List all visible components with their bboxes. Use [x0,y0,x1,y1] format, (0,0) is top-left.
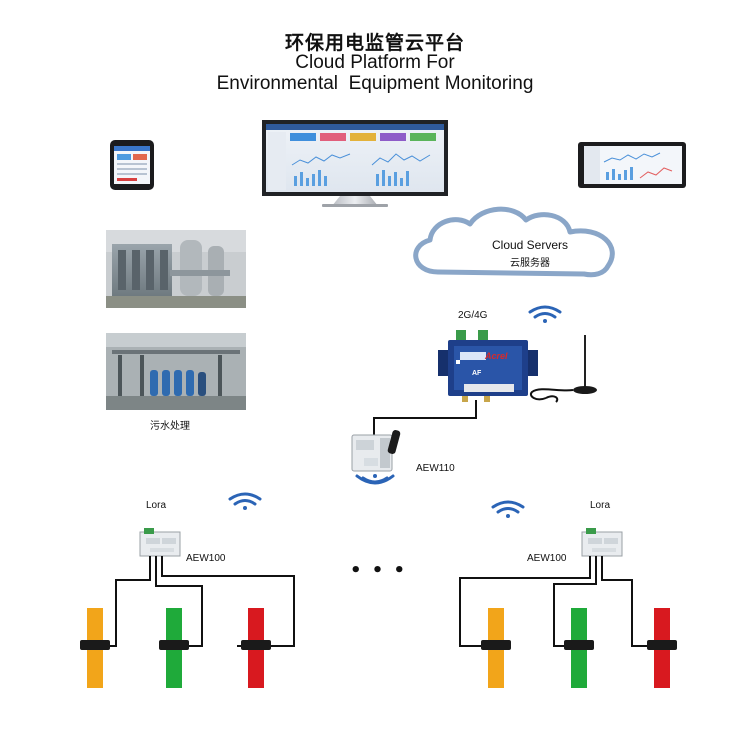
wifi-icon-gateway [528,305,562,323]
title-english-line2: Environmental Equipment Monitoring [216,73,534,94]
smartphone-icon [110,140,154,190]
aew100-meter-right [581,528,623,557]
gateway-model-mark: AF [472,370,482,377]
right-aew100-label: AEW100 [527,553,567,564]
cloud-servers-shape [413,206,615,278]
right-lora-label: Lora [590,500,611,511]
tablet-icon [578,142,686,188]
phase-bar-red-right [647,608,677,688]
phase-bar-green-right [564,608,594,688]
title-chinese: 环保用电监管云平台 [284,32,465,54]
phase-bar-red-left [241,608,271,688]
wifi-icon-right-node [491,500,525,518]
gateway-to-aew110-cable [373,400,477,438]
left-aew100-label: AEW100 [186,553,226,564]
phase-bar-yellow-right [481,608,511,688]
left-lora-label: Lora [146,500,167,511]
wifi-icon-aew110 [355,474,395,485]
cloud-servers-label: Cloud Servers [491,238,569,252]
ellipsis-more-nodes: • • • [350,560,408,581]
phase-bar-green-left [159,608,189,688]
sewage-treatment-label: 污水处理 [150,421,190,432]
aew110-meter [351,430,401,472]
sewage-treatment-photo [106,333,246,410]
industrial-plant-photo [106,230,246,308]
aew110-label: AEW110 [416,463,455,474]
gateway-device [438,330,538,402]
gateway-brand-label: Acrel [484,351,508,361]
wifi-icon-left-node [228,492,262,510]
right-node-wiring [459,556,650,647]
desktop-monitor-icon [262,120,448,207]
cloud-servers-sublabel: 云服务器 [510,258,550,269]
title-english-line1: Cloud Platform For [295,52,455,73]
phase-bar-yellow-left [80,608,110,688]
aew100-meter-left [139,528,181,557]
antenna-icon [530,335,597,403]
network-label: 2G/4G [458,310,488,321]
